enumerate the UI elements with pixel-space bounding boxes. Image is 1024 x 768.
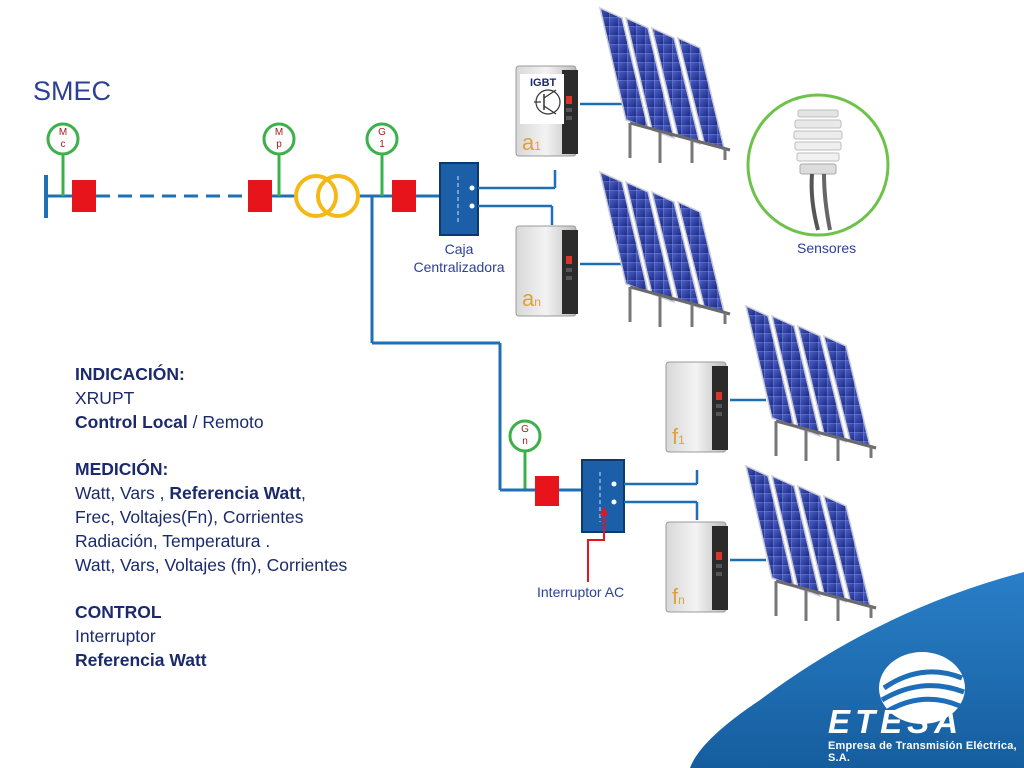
sensor-icon[interactable] — [746, 93, 890, 237]
info-panel: INDICACIÓN: XRUPT Control Local / Remoto… — [75, 362, 435, 672]
breaker-mc[interactable] — [72, 180, 96, 212]
interruptor-ac-label: Interruptor AC — [537, 584, 625, 600]
solar-array-f1 — [744, 304, 878, 463]
inverter-an-label: an — [522, 286, 541, 311]
indicacion-control: Control Local / Remoto — [75, 412, 264, 432]
indicacion-xrupt: XRUPT — [75, 388, 135, 408]
inverter-fn-label: fn — [672, 584, 685, 609]
inverter-a1-label: a1 — [522, 130, 541, 155]
meter-gn[interactable] — [508, 419, 542, 490]
breaker-mp[interactable] — [248, 180, 272, 212]
medicion-line-4: Watt, Vars, Voltajes (fn), Corrientes — [75, 555, 348, 575]
meter-mp[interactable] — [262, 122, 296, 196]
interruptor-ac-pointer — [587, 512, 605, 582]
inverter-f1-label: f1 — [672, 424, 685, 449]
meter-mc[interactable] — [46, 122, 80, 196]
igbt-symbol-icon — [520, 74, 564, 124]
indicacion-heading: INDICACIÓN: — [75, 364, 185, 384]
medicion-heading: MEDICIÓN: — [75, 459, 169, 479]
igbt-label: IGBT — [530, 77, 557, 89]
caja-centralizadora[interactable] — [439, 162, 479, 236]
breaker-gn[interactable] — [535, 476, 559, 506]
company-name: Empresa de Transmisión Eléctrica, S.A. — [828, 740, 1017, 764]
sensores-label: Sensores — [797, 240, 857, 256]
arrow-head-icon — [600, 506, 608, 516]
meter-g1[interactable] — [365, 122, 399, 196]
etesa-logo-text: ETESA — [828, 703, 963, 740]
medicion-line-3: Radiación, Temperatura . — [75, 531, 271, 551]
medicion-line-2: Frec, Voltajes(Fn), Corrientes — [75, 507, 304, 527]
medicion-line-1: Watt, Vars , Referencia Watt, — [75, 483, 306, 503]
breaker-g1[interactable] — [392, 180, 416, 212]
control-line-2: Referencia Watt — [75, 650, 207, 670]
solar-array-a1 — [598, 6, 732, 165]
etesa-logo-icon — [879, 652, 965, 724]
transformer-icon — [294, 174, 360, 218]
page-title: SMEC — [33, 76, 112, 106]
control-heading: CONTROL — [75, 602, 162, 622]
solar-array-an — [598, 170, 732, 329]
control-line-1: Interruptor — [75, 626, 156, 646]
solar-array-fn — [744, 464, 878, 623]
